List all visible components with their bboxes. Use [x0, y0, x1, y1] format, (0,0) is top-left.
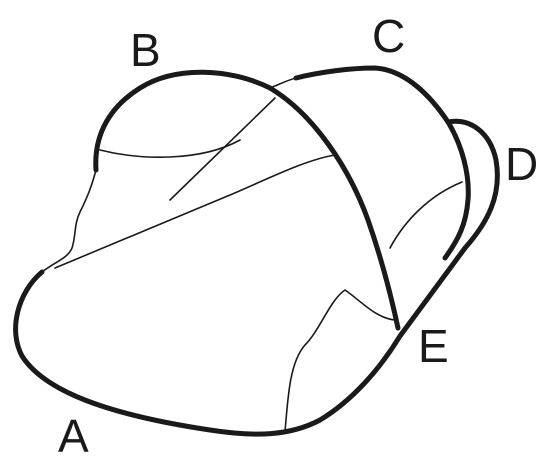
line-inner-lower — [285, 290, 395, 432]
label-a: A — [58, 410, 89, 461]
line-b-lower — [100, 140, 240, 157]
outline-c-top — [296, 68, 448, 122]
line-left-wavy — [42, 170, 96, 272]
outline-c-right — [445, 122, 468, 258]
label-b: B — [130, 24, 161, 76]
line-inner-right — [390, 182, 462, 248]
label-d: D — [505, 138, 538, 190]
line-top-gap — [270, 78, 296, 88]
label-e: E — [418, 320, 449, 372]
label-c: C — [372, 10, 405, 62]
outline-front-arch — [270, 88, 398, 328]
outline-left-bottom — [16, 248, 465, 434]
line-diagonal-b — [170, 98, 275, 200]
